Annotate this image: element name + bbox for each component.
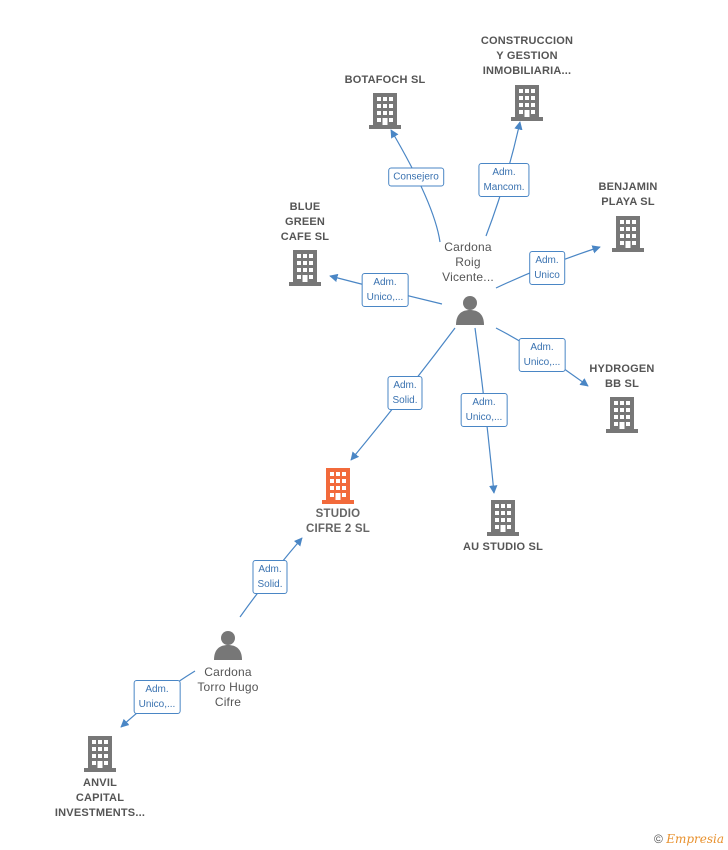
- edge-label-line: Adm.: [530, 342, 554, 353]
- node-label-hydrogen[interactable]: HYDROGEN BB SL: [589, 362, 654, 392]
- edge-cardona_roig-to-botafoch: [390, 129, 441, 243]
- brand-logo: Empresia: [666, 832, 724, 846]
- node-label-line: Roig: [455, 255, 481, 269]
- edge-label-line: Adm.: [535, 255, 559, 266]
- node-label-line: INVESTMENTS...: [54, 807, 146, 819]
- building-icon-construccion[interactable]: [511, 85, 543, 121]
- edge-label-line: Unico: [534, 270, 560, 281]
- edge-label-line: Unico,...: [366, 292, 404, 303]
- edge-label-cardona_roig-to-austudio[interactable]: Adm. Unico,...: [460, 393, 508, 427]
- node-label-line: Cardona: [204, 665, 252, 679]
- edge-label-cardona_torro-to-studio[interactable]: Adm. Solid.: [252, 560, 288, 594]
- edge-label-line: Adm.: [258, 564, 282, 575]
- person-icon-cardona_roig[interactable]: [456, 296, 484, 325]
- building-icon-botafoch[interactable]: [369, 93, 401, 129]
- node-label-line: STUDIO: [315, 508, 361, 520]
- edge-label-cardona_roig-to-studio[interactable]: Adm. Solid.: [387, 376, 423, 410]
- node-label-line: GREEN: [284, 216, 326, 228]
- edge-label-line: Adm.: [145, 684, 169, 695]
- edge-label-line: Consejero: [393, 171, 439, 183]
- building-icon-studio[interactable]: [322, 468, 354, 504]
- node-label-line: CONSTRUCCION: [480, 35, 574, 47]
- edge-label-line: Solid.: [257, 579, 283, 590]
- node-label-line: BLUE: [289, 201, 321, 213]
- edge-label-line: Adm.: [373, 277, 397, 288]
- node-label-construccion[interactable]: CONSTRUCCION Y GESTION INMOBILIARIA...: [481, 34, 573, 79]
- node-label-austudio[interactable]: AU STUDIO SL: [463, 540, 543, 555]
- edge-label-line: Solid.: [392, 395, 418, 406]
- node-label-line: AU STUDIO SL: [462, 541, 544, 553]
- node-label-line: BENJAMIN: [598, 181, 658, 193]
- edge-label-line: Mancom.: [483, 182, 525, 193]
- building-icon-hydrogen[interactable]: [606, 397, 638, 433]
- building-icon-anvil[interactable]: [84, 736, 116, 772]
- edge-label-cardona_roig-to-hydrogen[interactable]: Adm. Unico,...: [518, 338, 566, 372]
- node-label-studio[interactable]: STUDIO CIFRE 2 SL: [306, 507, 370, 537]
- building-icon-benjamin[interactable]: [612, 216, 644, 252]
- node-label-line: PLAYA SL: [601, 196, 655, 208]
- edge-label-cardona_roig-to-botafoch[interactable]: Consejero: [388, 167, 444, 187]
- node-label-line: Torro Hugo: [197, 680, 259, 694]
- node-label-bluegreen[interactable]: BLUE GREEN CAFE SL: [281, 200, 329, 245]
- person-icon-cardona_torro[interactable]: [214, 631, 242, 660]
- node-label-line: Cardona: [444, 240, 492, 254]
- node-label-line: BOTAFOCH SL: [344, 74, 426, 86]
- edge-label-line: Adm.: [393, 380, 417, 391]
- edge-label-line: Adm.: [472, 397, 496, 408]
- edge-label-line: Unico,...: [465, 412, 503, 423]
- node-label-line: INMOBILIARIA...: [482, 65, 572, 77]
- node-label-botafoch[interactable]: BOTAFOCH SL: [345, 73, 426, 88]
- node-label-line: CAFE SL: [280, 231, 330, 243]
- node-label-line: ANVIL: [82, 777, 117, 789]
- node-label-line: Y GESTION: [496, 50, 558, 62]
- edge-label-cardona_roig-to-benjamin[interactable]: Adm. Unico: [529, 251, 565, 285]
- edge-label-cardona_roig-to-construccion[interactable]: Adm. Mancom.: [478, 163, 530, 197]
- node-label-anvil[interactable]: ANVIL CAPITAL INVESTMENTS...: [55, 776, 145, 821]
- building-icon-austudio[interactable]: [487, 500, 519, 536]
- icons-layer: [84, 85, 644, 772]
- node-label-line: Vicente...: [442, 270, 494, 284]
- watermark: © Empresia: [654, 832, 724, 846]
- node-label-line: Cifre: [214, 695, 242, 709]
- node-label-line: CIFRE 2 SL: [306, 523, 370, 535]
- edges-layer: [120, 121, 601, 728]
- edge-label-cardona_torro-to-anvil[interactable]: Adm. Unico,...: [133, 680, 181, 714]
- edge-label-cardona_roig-to-bluegreen[interactable]: Adm. Unico,...: [361, 273, 409, 307]
- node-label-benjamin[interactable]: BENJAMIN PLAYA SL: [598, 180, 657, 210]
- edge-label-line: Adm.: [492, 167, 516, 178]
- edge-label-line: Unico,...: [523, 357, 561, 368]
- node-label-line: BB SL: [604, 378, 639, 390]
- copyright-symbol: ©: [654, 832, 663, 846]
- edge-label-line: Unico,...: [138, 699, 176, 710]
- building-icon-bluegreen[interactable]: [289, 250, 321, 286]
- node-label-line: CAPITAL: [75, 792, 125, 804]
- node-label-line: HYDROGEN: [589, 363, 655, 375]
